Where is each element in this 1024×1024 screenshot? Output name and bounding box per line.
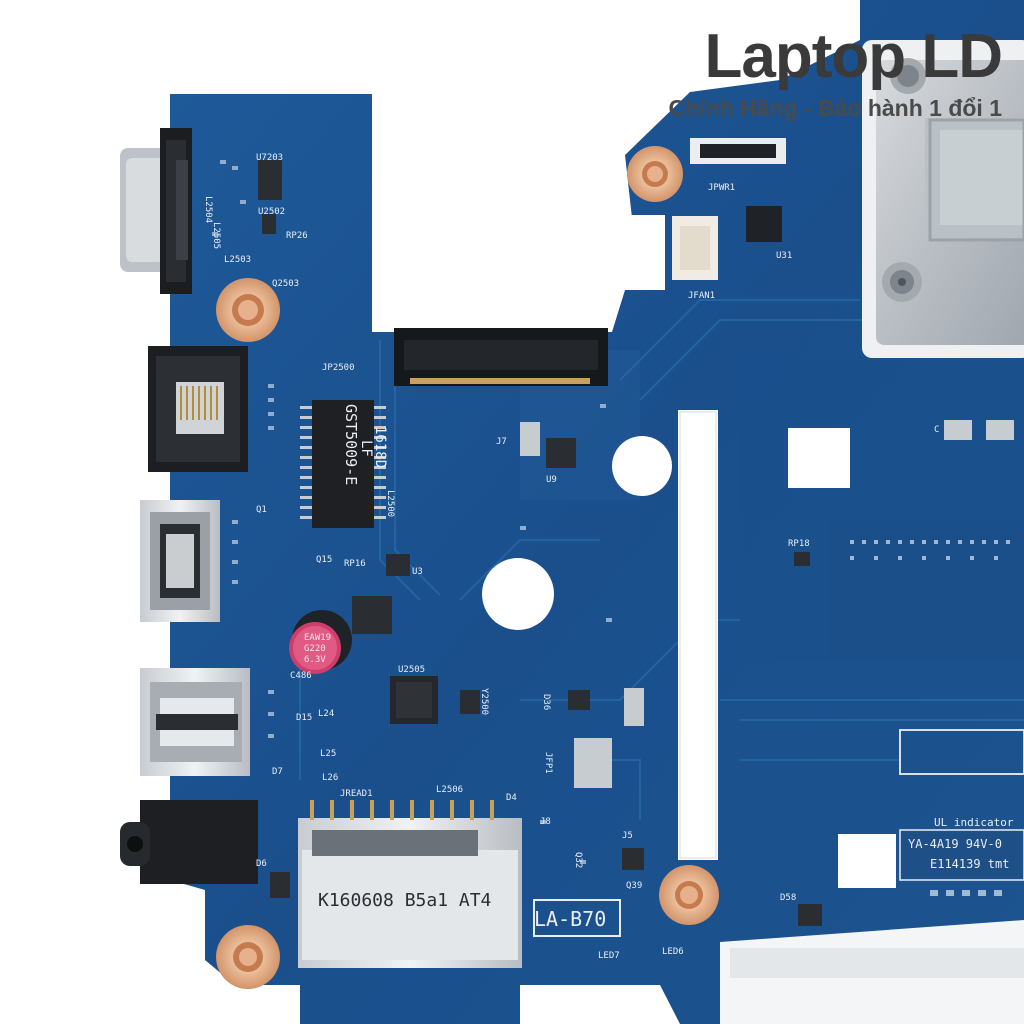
svg-text:U2505: U2505 xyxy=(398,665,425,675)
model-label: LA-B70 xyxy=(534,907,606,931)
svg-text:U7203: U7203 xyxy=(256,153,283,163)
audio-jack xyxy=(140,800,258,884)
svg-text:UL indicator: UL indicator xyxy=(934,816,1014,829)
svg-text:U3: U3 xyxy=(412,567,423,577)
svg-text:U31: U31 xyxy=(776,251,792,261)
svg-text:6.3V: 6.3V xyxy=(304,655,326,665)
mounting-pad xyxy=(659,865,719,925)
watermark: Laptop LD Chính Hãng - Bảo hành 1 đổi 1 xyxy=(669,22,1003,122)
svg-text:JREAD1: JREAD1 xyxy=(340,789,373,799)
svg-text:L2505: L2505 xyxy=(211,222,221,249)
svg-text:RP18: RP18 xyxy=(788,539,810,549)
svg-text:L2504: L2504 xyxy=(203,196,213,223)
svg-text:D6: D6 xyxy=(256,859,267,869)
svg-text:LED6: LED6 xyxy=(662,947,684,957)
svg-text:JP2500: JP2500 xyxy=(322,363,355,373)
capacitor-print: EAW19 G220 6.3V xyxy=(304,633,331,665)
svg-text:JFAN1: JFAN1 xyxy=(688,291,715,301)
svg-text:D15: D15 xyxy=(296,713,312,723)
board-slot xyxy=(678,410,718,860)
board-hole xyxy=(612,436,672,496)
ul-indicator: UL indicator YA-4A19 94V-0 E114139 tmt xyxy=(908,816,1014,871)
silkscreen-labels: U7203 L2504 L2505 U2502 RP26 L2503 Q2503… xyxy=(203,153,939,961)
svg-text:C: C xyxy=(934,425,939,435)
svg-text:LED7: LED7 xyxy=(598,951,620,961)
svg-text:JFP1: JFP1 xyxy=(543,752,553,774)
svg-text:Y2500: Y2500 xyxy=(479,688,489,715)
svg-text:Q15: Q15 xyxy=(316,555,332,565)
svg-text:RP16: RP16 xyxy=(344,559,366,569)
svg-text:D7: D7 xyxy=(272,767,283,777)
svg-text:L24: L24 xyxy=(318,709,334,719)
brand-title: Laptop LD xyxy=(704,22,1003,91)
svg-text:JPWR1: JPWR1 xyxy=(708,183,735,193)
svg-text:E114139 tmt: E114139 tmt xyxy=(930,857,1009,871)
svg-text:YA-4A19 94V-0: YA-4A19 94V-0 xyxy=(908,837,1002,851)
mounting-pad xyxy=(216,278,280,342)
svg-text:LF: LF xyxy=(358,440,374,457)
svg-text:U2502: U2502 xyxy=(258,207,285,217)
svg-text:L2500: L2500 xyxy=(385,490,395,517)
svg-text:EAW19: EAW19 xyxy=(304,633,331,643)
mounting-pad xyxy=(216,925,280,989)
card-reader-print: K160608 B5a1 AT4 xyxy=(318,890,491,911)
svg-text:D58: D58 xyxy=(780,893,796,903)
svg-text:D4: D4 xyxy=(506,793,517,803)
pcb-board xyxy=(170,0,1024,1024)
svg-text:U9: U9 xyxy=(546,475,557,485)
svg-text:L2506: L2506 xyxy=(436,785,463,795)
svg-text:1618D: 1618D xyxy=(372,426,388,468)
svg-text:G220: G220 xyxy=(304,644,326,654)
transformer-chip xyxy=(312,400,374,528)
mounting-pad xyxy=(627,146,683,202)
svg-text:D36: D36 xyxy=(541,694,551,710)
svg-text:J5: J5 xyxy=(622,831,633,841)
svg-text:Q32: Q32 xyxy=(573,852,583,868)
svg-text:L26: L26 xyxy=(322,773,338,783)
svg-text:L25: L25 xyxy=(320,749,336,759)
svg-text:RP26: RP26 xyxy=(286,231,308,241)
board-hole xyxy=(482,558,554,630)
svg-text:L2503: L2503 xyxy=(224,255,251,265)
svg-text:GST5009-E: GST5009-E xyxy=(342,404,360,485)
svg-text:C486: C486 xyxy=(290,671,312,681)
svg-text:Q2503: Q2503 xyxy=(272,279,299,289)
svg-text:J7: J7 xyxy=(496,437,507,447)
brand-tagline: Chính Hãng - Bảo hành 1 đổi 1 xyxy=(668,95,1003,121)
transformer-print: GST5009-E LF 1618D xyxy=(342,404,388,485)
svg-text:Q39: Q39 xyxy=(626,881,642,891)
model-label-box xyxy=(533,899,621,937)
svg-text:Q1: Q1 xyxy=(256,505,267,515)
svg-text:J8: J8 xyxy=(540,817,551,827)
